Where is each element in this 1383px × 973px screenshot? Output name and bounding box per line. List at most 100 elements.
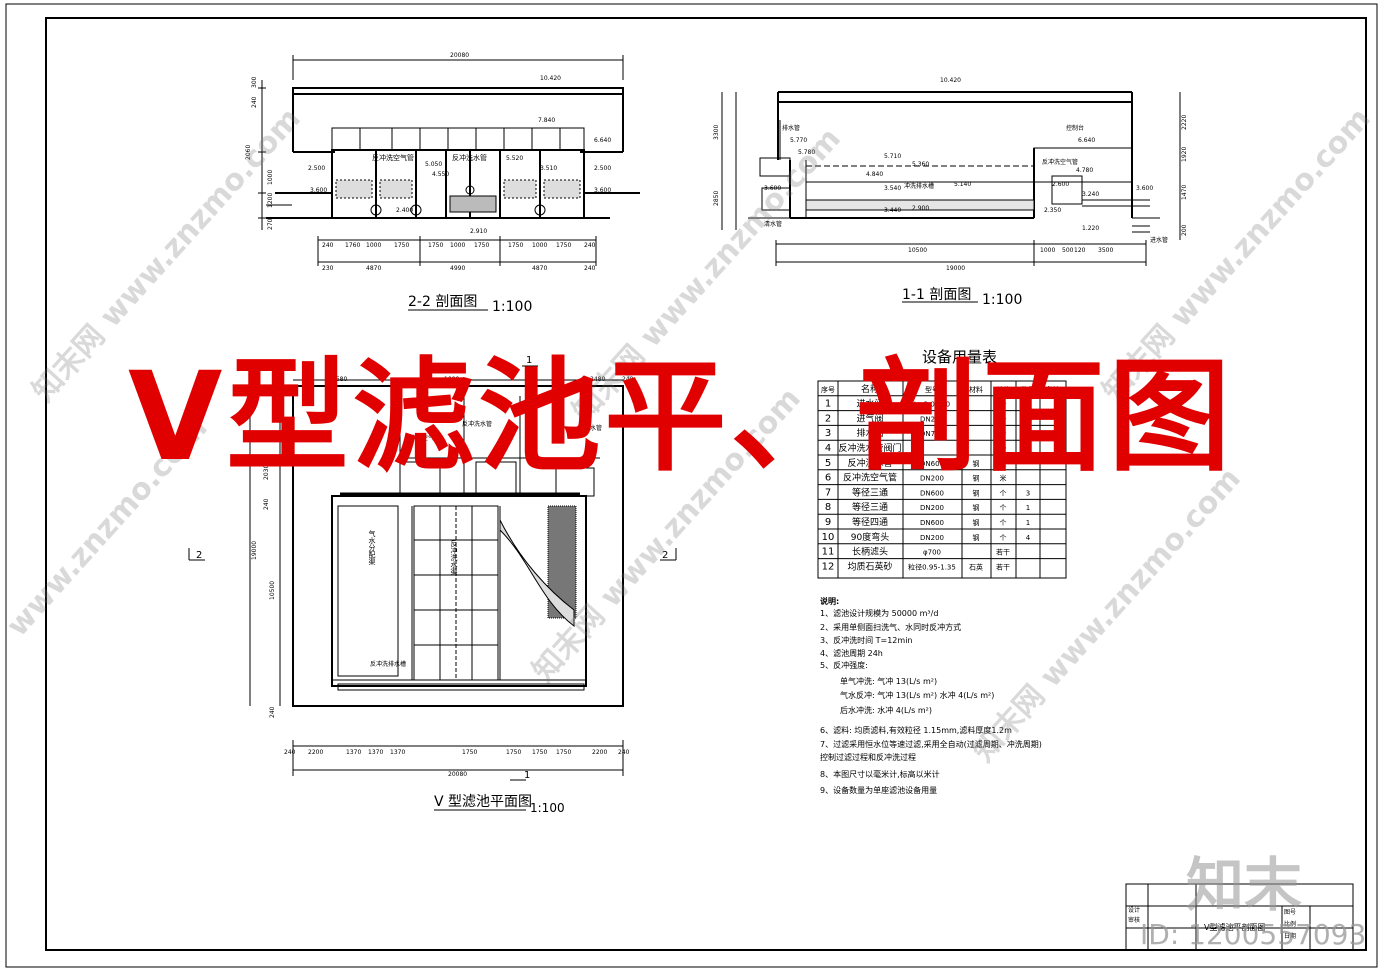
section-1-1-scale: 1:100	[982, 292, 1022, 308]
note-9: 9、设备数量为单座滤池设备用量	[820, 785, 937, 795]
dim-1-1-k: 3.600	[1136, 185, 1153, 192]
dim-1-1-s: 19000	[946, 265, 965, 272]
plan-dim-left-4: 240	[269, 706, 276, 718]
table-cell: 个	[1000, 415, 1007, 423]
dim-1-1-right-2: 1470	[1181, 185, 1188, 200]
plan-dim-b-6: 1750	[506, 749, 521, 756]
table-cell: 1	[825, 399, 831, 410]
dim-1-1-e: 4.840	[866, 171, 883, 178]
pipe-label-air: 反冲洗空气管	[372, 153, 414, 162]
dim-2-2-elev-2910: 2.910	[470, 228, 487, 235]
note-2: 2、采用单侧面扫洗气、水同时反冲方式	[820, 622, 961, 632]
table-cell: DN600	[920, 489, 944, 497]
section-2-2-drawing	[258, 55, 640, 311]
dim-2-2-b1-7: 1750	[508, 242, 523, 249]
label-1-1-clear: 清水管	[764, 220, 782, 228]
dim-2-2-b1-4: 1750	[428, 242, 443, 249]
plan-label-drain: 排水管	[584, 424, 602, 432]
inner-frame	[45, 17, 1367, 951]
table-cell: L=2.0x1.0	[914, 401, 950, 409]
table-cell: 米	[1000, 474, 1007, 483]
table-cell: 钢	[973, 503, 980, 512]
note-3: 3、反冲洗时间 T=12min	[820, 635, 913, 645]
table-header-cell: 单位	[996, 385, 1010, 394]
dim-1-1-l: 3.240	[1082, 191, 1099, 198]
plan-dim-b-5: 1750	[462, 749, 477, 756]
plan-dim-top-3: 240	[622, 376, 634, 383]
table-header-cell: 数量	[1021, 385, 1035, 394]
table-cell: 7	[825, 487, 831, 498]
section-1-1-texts: 10.420 5.770 5.780 5.710 5.360 4.840 3.5…	[713, 77, 1188, 272]
dim-1-1-left-0: 3300	[713, 125, 720, 140]
equipment-table-grid	[817, 380, 1067, 579]
dim-2-2-elev-b: 5.520	[506, 155, 523, 162]
table-cell: 个	[1000, 445, 1007, 453]
plan-section-mark-1-bottom: 1	[524, 770, 530, 781]
dim-2-2-elev-top: 6.640	[594, 137, 611, 144]
table-cell: 进气阀	[856, 412, 883, 424]
dim-1-1-o: 4.780	[1076, 167, 1093, 174]
dim-1-1-d: 5.360	[912, 161, 929, 168]
dim-2-2-elev-3600-l: 3.600	[310, 187, 327, 194]
dim-2-2-elev-d: 3.510	[540, 165, 557, 172]
note-5b: 气水反冲: 气冲 13(L/s m²) 水冲 4(L/s m²)	[840, 690, 994, 700]
note-8: 8、本图尺寸以毫米计,标高以米计	[820, 769, 940, 779]
plan-dim-b-9: 2200	[592, 749, 607, 756]
table-header-cell: 型号	[925, 385, 939, 394]
plan-section-mark-2-left: 2	[196, 550, 202, 561]
table-cell: φ700	[923, 549, 941, 557]
plan-label-water: 反冲洗水管	[462, 420, 492, 428]
note-1: 1、滤池设计规模为 50000 m³/d	[820, 608, 938, 618]
table-cell: 个	[1000, 504, 1007, 512]
dim-2-2-l-1: 240	[251, 96, 258, 108]
plan-dim-b-4: 1370	[390, 749, 405, 756]
table-cell: DN700	[920, 430, 944, 438]
plan-dim-left-0: 240	[263, 498, 270, 510]
title-block-texts: 设计 审核 图号 比例 日期 V型滤池平剖面图	[1128, 906, 1296, 940]
plan-section-mark-2-right: 2	[662, 550, 668, 561]
dim-2-2-l-5: 270	[267, 218, 274, 230]
dim-2-2-b1-6: 1750	[474, 242, 489, 249]
dim-2-2-b2-0: 230	[322, 265, 334, 272]
table-cell: 反冲洗水管阀门	[838, 442, 901, 454]
drawing-title: V型滤池平、剖面图	[128, 346, 1235, 488]
tb-label-date: 日期	[1284, 932, 1296, 940]
brand-watermark: 知末	[1186, 851, 1303, 919]
table-cell: 钢	[973, 459, 980, 468]
dim-2-2-b1-8: 1000	[532, 242, 547, 249]
plan-dim-b-1: 2200	[308, 749, 323, 756]
table-cell: 钢	[973, 488, 980, 497]
title-block	[1125, 883, 1354, 951]
dim-1-1-t: 1000	[1040, 247, 1055, 254]
dim-1-1-right-3: 200	[1181, 224, 1188, 236]
dim-2-2-l-4: 1200	[267, 193, 274, 208]
table-cell: 12	[822, 561, 835, 572]
dim-2-2-b2-3: 4870	[532, 265, 547, 272]
table-cell: 3	[1026, 415, 1030, 423]
plan-texts: 4580 1000 2480 240 240 2030 19000 10500 …	[196, 355, 668, 781]
dim-2-2-elev-3600-r: 3.600	[594, 187, 611, 194]
dim-1-1-c: 5.710	[884, 153, 901, 160]
note-5a: 单气冲洗: 气冲 13(L/s m²)	[840, 676, 937, 686]
dim-1-1-r: 10500	[908, 247, 927, 254]
dim-1-1-v: 120	[1074, 247, 1086, 254]
table-cell: 个	[1000, 401, 1007, 409]
table-cell: 1	[1026, 504, 1030, 512]
dim-2-2-l-0: 300	[251, 76, 258, 88]
table-cell: 11	[822, 547, 835, 558]
note-7b: 控制过滤过程和反冲洗过程	[820, 752, 916, 762]
table-cell: DN200	[920, 415, 944, 423]
table-cell: 长柄滤头	[852, 546, 888, 558]
table-cell: 若干	[996, 562, 1010, 571]
dim-1-1-b: 5.780	[798, 149, 815, 156]
table-cell: DN200	[920, 475, 944, 483]
dim-2-2-l-3: 1000	[267, 170, 274, 185]
dim-2-2-b1-9: 1750	[556, 242, 571, 249]
plan-dim-b-8: 1750	[556, 749, 571, 756]
dim-1-1-f: 3.540	[884, 185, 901, 192]
dim-1-1-p: 5.140	[954, 181, 971, 188]
table-cell: 4	[1026, 534, 1031, 542]
dim-2-2-b2-1: 4870	[366, 265, 381, 272]
dim-2-2-l-2: 2060	[245, 145, 252, 160]
dim-2-2-elev-roof: 10.420	[540, 75, 561, 82]
